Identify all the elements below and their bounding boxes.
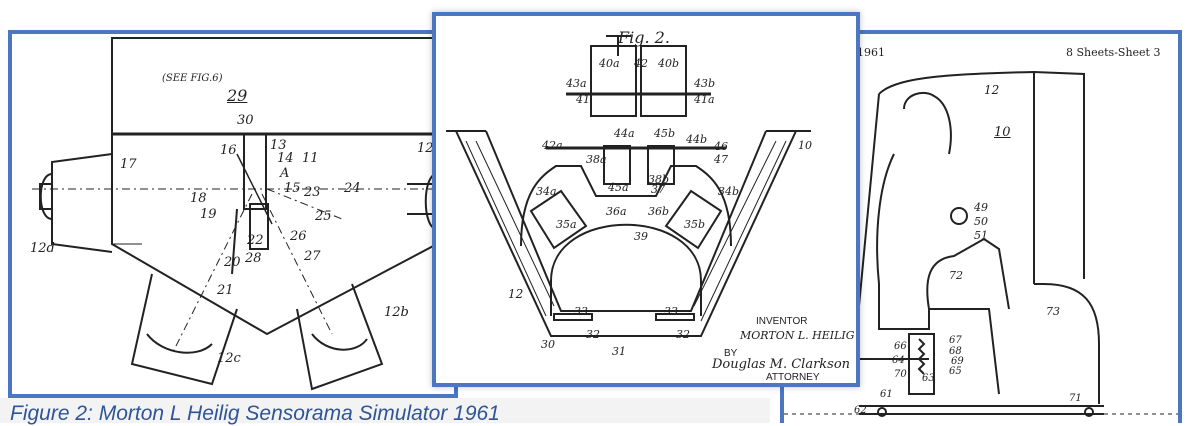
- drawing-label: 62: [854, 405, 867, 416]
- drawing-label: 42: [634, 57, 648, 70]
- drawing-label: 47: [714, 153, 728, 166]
- drawing-label: 49: [974, 201, 988, 214]
- drawing-label: 73: [1046, 305, 1060, 318]
- drawing-label: 35b: [684, 218, 706, 231]
- drawing-label: 19: [200, 207, 217, 222]
- drawing-label: A: [280, 166, 290, 181]
- drawing-label: 12: [508, 287, 524, 301]
- drawing-label: 72: [949, 269, 963, 282]
- drawing-label: 10: [994, 125, 1011, 140]
- drawing-label: 26: [290, 229, 307, 244]
- drawing-label: 63: [922, 373, 935, 384]
- drawing-label: 12d: [30, 241, 55, 256]
- drawing-label: 34a: [536, 185, 557, 198]
- drawing-label: 44a: [614, 127, 635, 140]
- drawing-label: 18: [190, 191, 207, 206]
- drawing-label: 39: [634, 230, 648, 243]
- drawing-label: 12: [984, 83, 1000, 97]
- patent-drawing-left: (SEE FIG.6) 29 30 16 13 14 11 A 17 15 23…: [8, 30, 458, 398]
- drawing-label: 68: [949, 346, 962, 357]
- drawing-label: 41a: [694, 93, 715, 106]
- drawing-label: 40b: [658, 57, 680, 70]
- caption-background: [0, 398, 770, 423]
- drawing-label: 14: [277, 151, 294, 166]
- drawing-label: 15: [284, 181, 301, 196]
- drawing-label: 43a: [566, 77, 587, 90]
- patent-drawing-middle: Fig. 2. 40a 42 40b 43a 43b 41 41a 42a 44…: [432, 12, 860, 387]
- drawing-label: 38b: [648, 173, 670, 186]
- sheet-count: 8 Sheets-Sheet 3: [1066, 46, 1161, 59]
- drawing-label: (SEE FIG.6): [162, 73, 223, 84]
- drawing-label: 67: [949, 335, 962, 346]
- drawing-label: 16: [220, 143, 237, 158]
- drawing-label: 30: [541, 338, 555, 351]
- drawing-label: 70: [894, 369, 907, 380]
- drawing-label: 43b: [694, 77, 716, 90]
- figure-title: Fig. 2.: [618, 28, 670, 47]
- drawing-label: 25: [315, 209, 332, 224]
- drawing-label: 11: [302, 151, 319, 166]
- drawing-label: 36a: [606, 205, 627, 218]
- drawing-label: 12b: [384, 305, 409, 320]
- figure-caption: Figure 2: Morton L Heilig Sensorama Simu…: [10, 402, 500, 425]
- drawing-label: 33: [574, 305, 588, 318]
- attorney-label: ATTORNEY: [766, 372, 820, 383]
- drawing-label: 64: [892, 355, 905, 366]
- drawing-label: 27: [304, 249, 321, 264]
- drawing-label: 32: [676, 328, 690, 341]
- drawing-label: 66: [894, 341, 907, 352]
- drawing-label: 45b: [654, 127, 676, 140]
- drawing-label: 12c: [217, 351, 241, 366]
- drawing-label: 38a: [586, 153, 607, 166]
- drawing-label: 35a: [556, 218, 577, 231]
- drawing-label: 51: [974, 229, 988, 242]
- attorney-signature: Douglas M. Clarkson: [712, 357, 851, 372]
- drawing-label: 24: [344, 181, 361, 196]
- drawing-label: 40a: [599, 57, 620, 70]
- drawing-label: 32: [586, 328, 600, 341]
- inventor-name: MORTON L. HEILIG: [740, 329, 855, 342]
- drawing-label: 50: [974, 215, 988, 228]
- drawing-label: 22: [247, 233, 264, 248]
- by-label: BY: [724, 348, 738, 359]
- drawing-label: 13: [270, 138, 287, 153]
- drawing-label: 45a: [608, 181, 629, 194]
- drawing-label: 65: [949, 366, 962, 377]
- drawing-label: 21: [217, 283, 234, 298]
- inventor-heading: INVENTOR: [756, 316, 808, 327]
- drawing-label: 23: [304, 185, 321, 200]
- drawing-label: 44b: [686, 133, 708, 146]
- drawing-label: 31: [612, 345, 626, 358]
- middle-drawing-lines: [446, 35, 811, 337]
- drawing-label: 29: [227, 86, 248, 105]
- drawing-label: 71: [1069, 393, 1082, 404]
- drawing-label: 10: [798, 139, 812, 152]
- drawing-label: 17: [120, 157, 137, 172]
- drawing-label: 41: [576, 93, 590, 106]
- drawing-label: 37: [651, 183, 665, 196]
- drawing-label: 46: [714, 140, 728, 153]
- drawing-label: 34b: [718, 185, 740, 198]
- drawing-label: 33: [664, 305, 678, 318]
- drawing-label: 61: [880, 389, 893, 400]
- drawing-label: 28: [245, 251, 262, 266]
- drawing-label: 36b: [648, 205, 670, 218]
- drawing-label: 42a: [542, 139, 563, 152]
- drawing-label: 30: [237, 113, 254, 128]
- drawing-label: 69: [951, 356, 964, 367]
- drawing-label: 20: [224, 255, 241, 270]
